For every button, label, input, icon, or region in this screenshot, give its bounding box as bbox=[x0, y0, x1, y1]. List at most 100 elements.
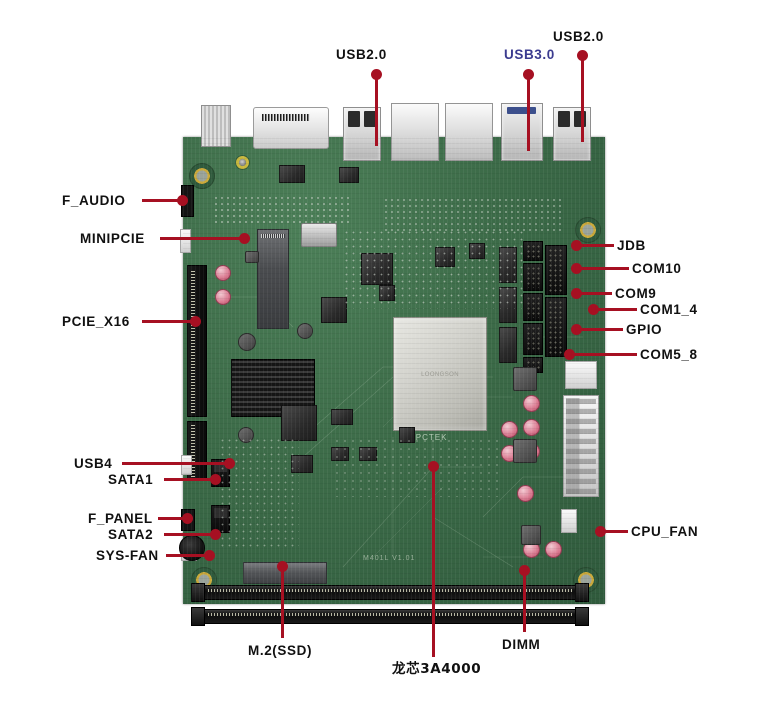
callout-leader-jdb bbox=[578, 244, 614, 247]
lan-port-2 bbox=[445, 103, 493, 161]
callout-leader-sata2 bbox=[164, 533, 216, 536]
callout-dot-loongson bbox=[428, 461, 439, 472]
callout-dot-cpu-fan bbox=[595, 526, 606, 537]
com10-header bbox=[523, 263, 543, 291]
smd-cluster-1 bbox=[213, 195, 353, 225]
callout-dot-usb20-left bbox=[371, 69, 382, 80]
callout-leader-usb20-right bbox=[581, 55, 584, 142]
callout-label-usb20-left: USB2.0 bbox=[336, 47, 387, 62]
callout-leader-com5-8 bbox=[571, 353, 637, 356]
callout-dot-f-audio bbox=[177, 195, 188, 206]
callout-dot-sata1 bbox=[210, 474, 221, 485]
callout-label-com10: COM10 bbox=[632, 261, 682, 276]
callout-label-sys-fan: SYS-FAN bbox=[96, 548, 159, 563]
com1-4-header bbox=[545, 245, 567, 295]
jdb-header bbox=[523, 241, 543, 261]
usb3-port bbox=[501, 103, 543, 161]
callout-label-loongson: 龙芯3A4000 bbox=[392, 661, 482, 677]
io-controller-chip bbox=[281, 405, 317, 441]
smd-cluster-5 bbox=[383, 197, 563, 231]
small-chip-3 bbox=[339, 167, 359, 183]
callout-leader-usb20-left bbox=[375, 74, 378, 146]
callout-label-com9: COM9 bbox=[615, 286, 657, 301]
callout-leader-pcie-x16 bbox=[142, 320, 196, 323]
memory-chip-3 bbox=[499, 327, 517, 363]
dimm-latch-left-2 bbox=[191, 607, 205, 626]
cap-r4 bbox=[501, 421, 518, 438]
power-inductor-1 bbox=[513, 367, 537, 391]
lan-port-1 bbox=[391, 103, 439, 161]
mounting-pad-top-left bbox=[189, 163, 215, 189]
board-silkscreen: M401L V1.01 bbox=[363, 555, 416, 562]
callout-label-sata2: SATA2 bbox=[108, 527, 154, 542]
callout-dot-sys-fan bbox=[204, 550, 215, 561]
callout-dot-com9 bbox=[571, 288, 582, 299]
callout-dot-usb20-right bbox=[577, 50, 588, 61]
callout-leader-usb4 bbox=[122, 462, 230, 465]
usb2-port-left bbox=[343, 107, 381, 161]
electrolytic-cap-1 bbox=[215, 265, 231, 281]
buzzer bbox=[179, 535, 205, 561]
callout-dot-f-panel bbox=[182, 513, 193, 524]
cap-r6 bbox=[517, 485, 534, 502]
callout-label-sata1: SATA1 bbox=[108, 472, 154, 487]
callout-label-cpu-fan: CPU_FAN bbox=[631, 524, 699, 539]
callout-dot-sata2 bbox=[210, 529, 221, 540]
clock-gen-chip bbox=[321, 297, 347, 323]
loongson-cpu: LOONGSON bbox=[393, 317, 487, 431]
smd-cluster-3 bbox=[333, 437, 503, 497]
callout-leader-minipcie bbox=[160, 237, 245, 240]
callout-label-gpio: GPIO bbox=[626, 322, 663, 337]
callout-dot-gpio bbox=[571, 324, 582, 335]
callout-label-jdb: JDB bbox=[617, 238, 646, 253]
minipcie-slot bbox=[257, 229, 289, 329]
callout-leader-gpio bbox=[578, 328, 623, 331]
callout-label-com1-4: COM1_4 bbox=[640, 302, 698, 317]
gpio-header bbox=[523, 323, 543, 355]
callout-label-dimm: DIMM bbox=[502, 637, 541, 652]
dimm-latch-right-1 bbox=[575, 583, 589, 602]
callout-dot-com10 bbox=[571, 263, 582, 274]
callout-label-usb20-right: USB2.0 bbox=[553, 29, 604, 44]
smd-cluster-2 bbox=[343, 229, 523, 309]
mounting-pad-top-right bbox=[575, 217, 601, 243]
callout-leader-sys-fan bbox=[166, 554, 210, 557]
callout-dot-dimm bbox=[519, 565, 530, 576]
callout-label-f-panel: F_PANEL bbox=[88, 511, 153, 526]
callout-label-usb4: USB4 bbox=[74, 456, 113, 471]
callout-leader-sata1 bbox=[164, 478, 216, 481]
dimm-latch-right-2 bbox=[575, 607, 589, 626]
callout-leader-usb30 bbox=[527, 74, 530, 151]
callout-leader-cpu-fan bbox=[602, 530, 628, 533]
callout-leader-m2-ssd bbox=[281, 566, 284, 638]
callout-dot-com5-8 bbox=[564, 349, 575, 360]
motherboard-image: LOONGSON HPCTEK M401L V1.01 bbox=[179, 103, 605, 626]
inductor-top bbox=[238, 333, 256, 351]
cpu-marking: LOONGSON bbox=[421, 372, 459, 378]
callout-leader-com10 bbox=[578, 267, 629, 270]
smd-cluster-4 bbox=[219, 437, 299, 547]
callout-dot-usb4 bbox=[224, 458, 235, 469]
callout-leader-dimm bbox=[523, 570, 526, 632]
callout-label-usb30: USB3.0 bbox=[504, 47, 555, 62]
callout-label-minipcie: MINIPCIE bbox=[80, 231, 145, 246]
power-inductor-2 bbox=[513, 439, 537, 463]
atx-power-connector bbox=[563, 395, 599, 497]
electrolytic-cap-2 bbox=[215, 289, 231, 305]
screw-hole-upper bbox=[239, 159, 246, 166]
pcie-x16-slot bbox=[187, 265, 207, 417]
cap-r1 bbox=[523, 395, 540, 412]
bios-chip bbox=[331, 409, 353, 425]
usb2-port-right bbox=[553, 107, 591, 161]
callout-label-m2-ssd: M.2(SSD) bbox=[248, 643, 313, 658]
callout-leader-com1-4 bbox=[595, 308, 637, 311]
callout-leader-f-panel bbox=[158, 517, 188, 520]
callout-label-f-audio: F_AUDIO bbox=[62, 193, 126, 208]
callout-leader-com9 bbox=[578, 292, 612, 295]
callout-dot-usb30 bbox=[523, 69, 534, 80]
atx-12v-connector bbox=[565, 361, 597, 389]
dvi-port bbox=[253, 107, 329, 149]
small-chip-2 bbox=[279, 165, 305, 183]
callout-label-com5-8: COM5_8 bbox=[640, 347, 698, 362]
